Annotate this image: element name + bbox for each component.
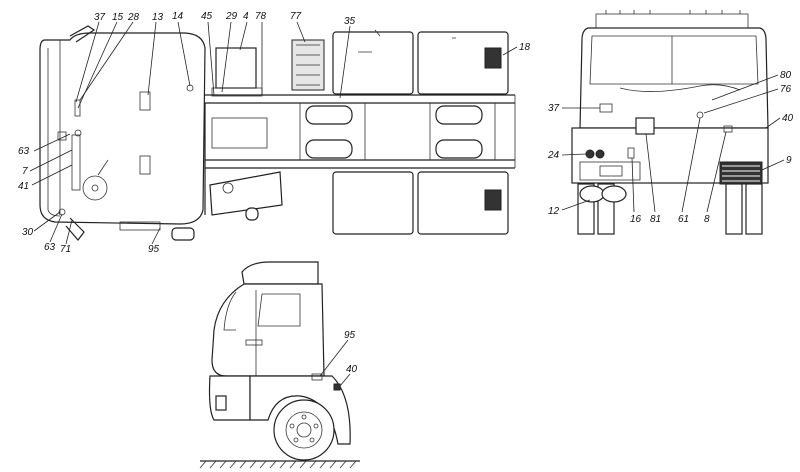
door-handle (245, 339, 263, 346)
mudguard-front-left (332, 31, 414, 95)
label-76: 76 (780, 84, 792, 95)
gearbox (211, 117, 268, 149)
air-tank-4 (435, 139, 483, 159)
cab-top-outline (39, 32, 206, 225)
side-view: 95 40 (199, 261, 360, 469)
label-12: 12 (548, 206, 560, 217)
mirror-bottom (65, 217, 85, 241)
windshield-side (223, 291, 237, 331)
air-tank-2 (305, 139, 353, 159)
label-71: 71 (60, 244, 71, 255)
label-40-side: 40 (346, 364, 358, 375)
rear-wheel-4 (745, 183, 763, 235)
fog-lamp-12b (601, 185, 627, 203)
label-77: 77 (290, 11, 302, 22)
label-13: 13 (152, 12, 164, 23)
air-tank-1 (305, 105, 353, 125)
side-view-leaders (319, 339, 351, 387)
rear-window (589, 35, 759, 85)
cab-rear-outline (579, 27, 769, 129)
headlamp (215, 395, 227, 411)
module-81 (635, 117, 655, 135)
rear-view: 80 76 37 40 24 9 12 16 81 61 8 (547, 10, 794, 235)
rear-view-leaders (561, 74, 785, 213)
label-80: 80 (780, 70, 792, 81)
side-marker-40 (333, 383, 341, 391)
rear-wheel-3 (725, 183, 743, 235)
label-4: 4 (243, 11, 249, 22)
label-95: 95 (148, 244, 160, 255)
top-view-leaders (29, 21, 518, 245)
label-16: 16 (630, 214, 642, 225)
side-view-labels: 95 40 (344, 330, 358, 375)
fuel-tank (209, 171, 283, 216)
air-intake (171, 227, 195, 241)
label-41: 41 (18, 181, 29, 192)
connector-24b (595, 149, 605, 159)
label-78: 78 (255, 11, 267, 22)
label-95-side: 95 (344, 330, 356, 341)
label-37-rear: 37 (548, 103, 560, 114)
mudguard-rear-right (417, 171, 509, 235)
mudguard-front-right (332, 171, 414, 235)
cab-windscreen-line (47, 48, 61, 217)
label-18: 18 (519, 42, 531, 53)
side-lamp-95 (311, 373, 323, 381)
label-8: 8 (704, 214, 710, 225)
top-view: 37 15 28 13 14 45 29 4 78 77 35 18 63 7 … (18, 11, 531, 255)
mirror-top (69, 25, 96, 43)
label-63-lower: 63 (44, 242, 56, 253)
label-61: 61 (678, 214, 689, 225)
switch-8 (723, 125, 733, 133)
front-wheel (273, 399, 335, 461)
label-63: 63 (18, 146, 30, 157)
rear-lamp-bottom (484, 189, 502, 211)
label-30: 30 (22, 227, 34, 238)
fog-lamp-12a (579, 185, 605, 203)
rear-view-labels: 80 76 37 40 24 9 12 16 81 61 8 (547, 70, 794, 225)
label-9: 9 (786, 155, 792, 166)
label-7: 7 (22, 166, 28, 177)
air-tank-3 (435, 105, 483, 125)
rear-lamp-top (484, 47, 502, 69)
top-view-labels: 37 15 28 13 14 45 29 4 78 77 35 18 63 7 … (18, 11, 531, 255)
label-45: 45 (201, 11, 213, 22)
side-window (257, 293, 301, 327)
label-14: 14 (172, 11, 184, 22)
label-37: 37 (94, 12, 106, 23)
label-24: 24 (547, 150, 560, 161)
steering-wheel (82, 175, 108, 201)
connector-24a (585, 149, 595, 159)
label-28: 28 (127, 12, 140, 23)
cab-side-spoiler (241, 261, 319, 285)
label-40: 40 (782, 113, 794, 124)
switch-16 (627, 147, 635, 159)
roof-hatch-2 (139, 155, 151, 175)
label-35: 35 (344, 16, 356, 27)
roof-hatch-1 (139, 91, 151, 111)
label-81: 81 (650, 214, 661, 225)
battery-box (215, 47, 257, 89)
label-15: 15 (112, 12, 124, 23)
label-29: 29 (225, 11, 238, 22)
roof-spoiler (595, 13, 749, 29)
rear-plate-area (579, 161, 641, 181)
